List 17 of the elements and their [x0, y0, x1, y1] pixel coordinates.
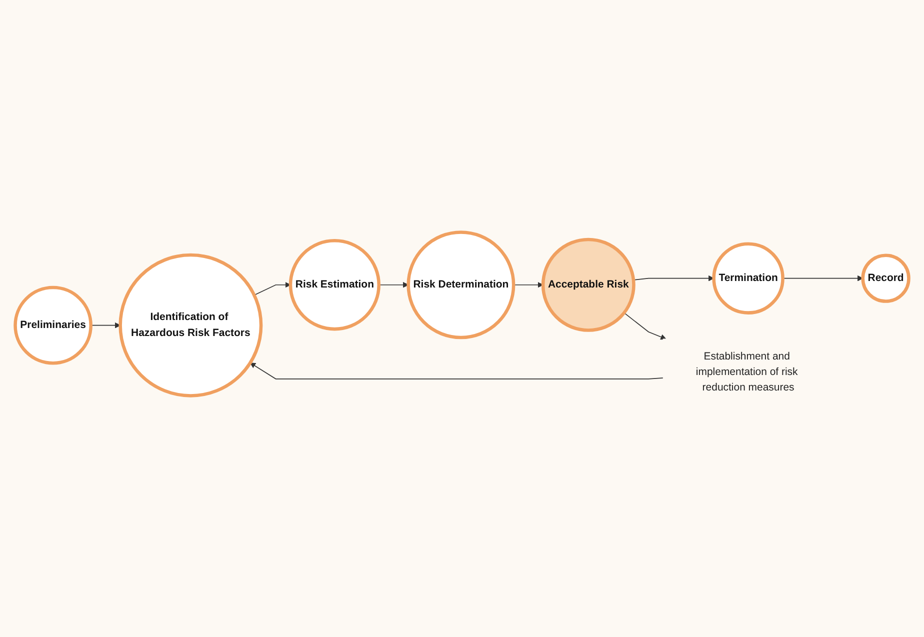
- node-text: Establishment and implementation of risk reduction measures: [696, 350, 798, 393]
- arrow: [624, 312, 666, 340]
- node-circle: [406, 230, 516, 339]
- node-circle: [541, 237, 636, 332]
- node-circle: [14, 285, 92, 364]
- arrow: [250, 362, 664, 379]
- arrow: [782, 274, 864, 281]
- flowchart: Preliminaries Identification of Hazardous Risk Factors Risk Estimation Risk Determination Acceptable Risk Termination Record Establishment and implementation of risk reduction measures: [10, 226, 914, 410]
- arrow: [378, 281, 409, 288]
- arrow: [633, 274, 714, 281]
- arrow: [90, 322, 121, 328]
- arrow: [254, 281, 291, 296]
- node-circle: [288, 238, 380, 330]
- arrow: [513, 281, 544, 288]
- node-circle: [861, 253, 910, 302]
- node-circle: [712, 242, 784, 314]
- node-circle: [118, 252, 263, 397]
